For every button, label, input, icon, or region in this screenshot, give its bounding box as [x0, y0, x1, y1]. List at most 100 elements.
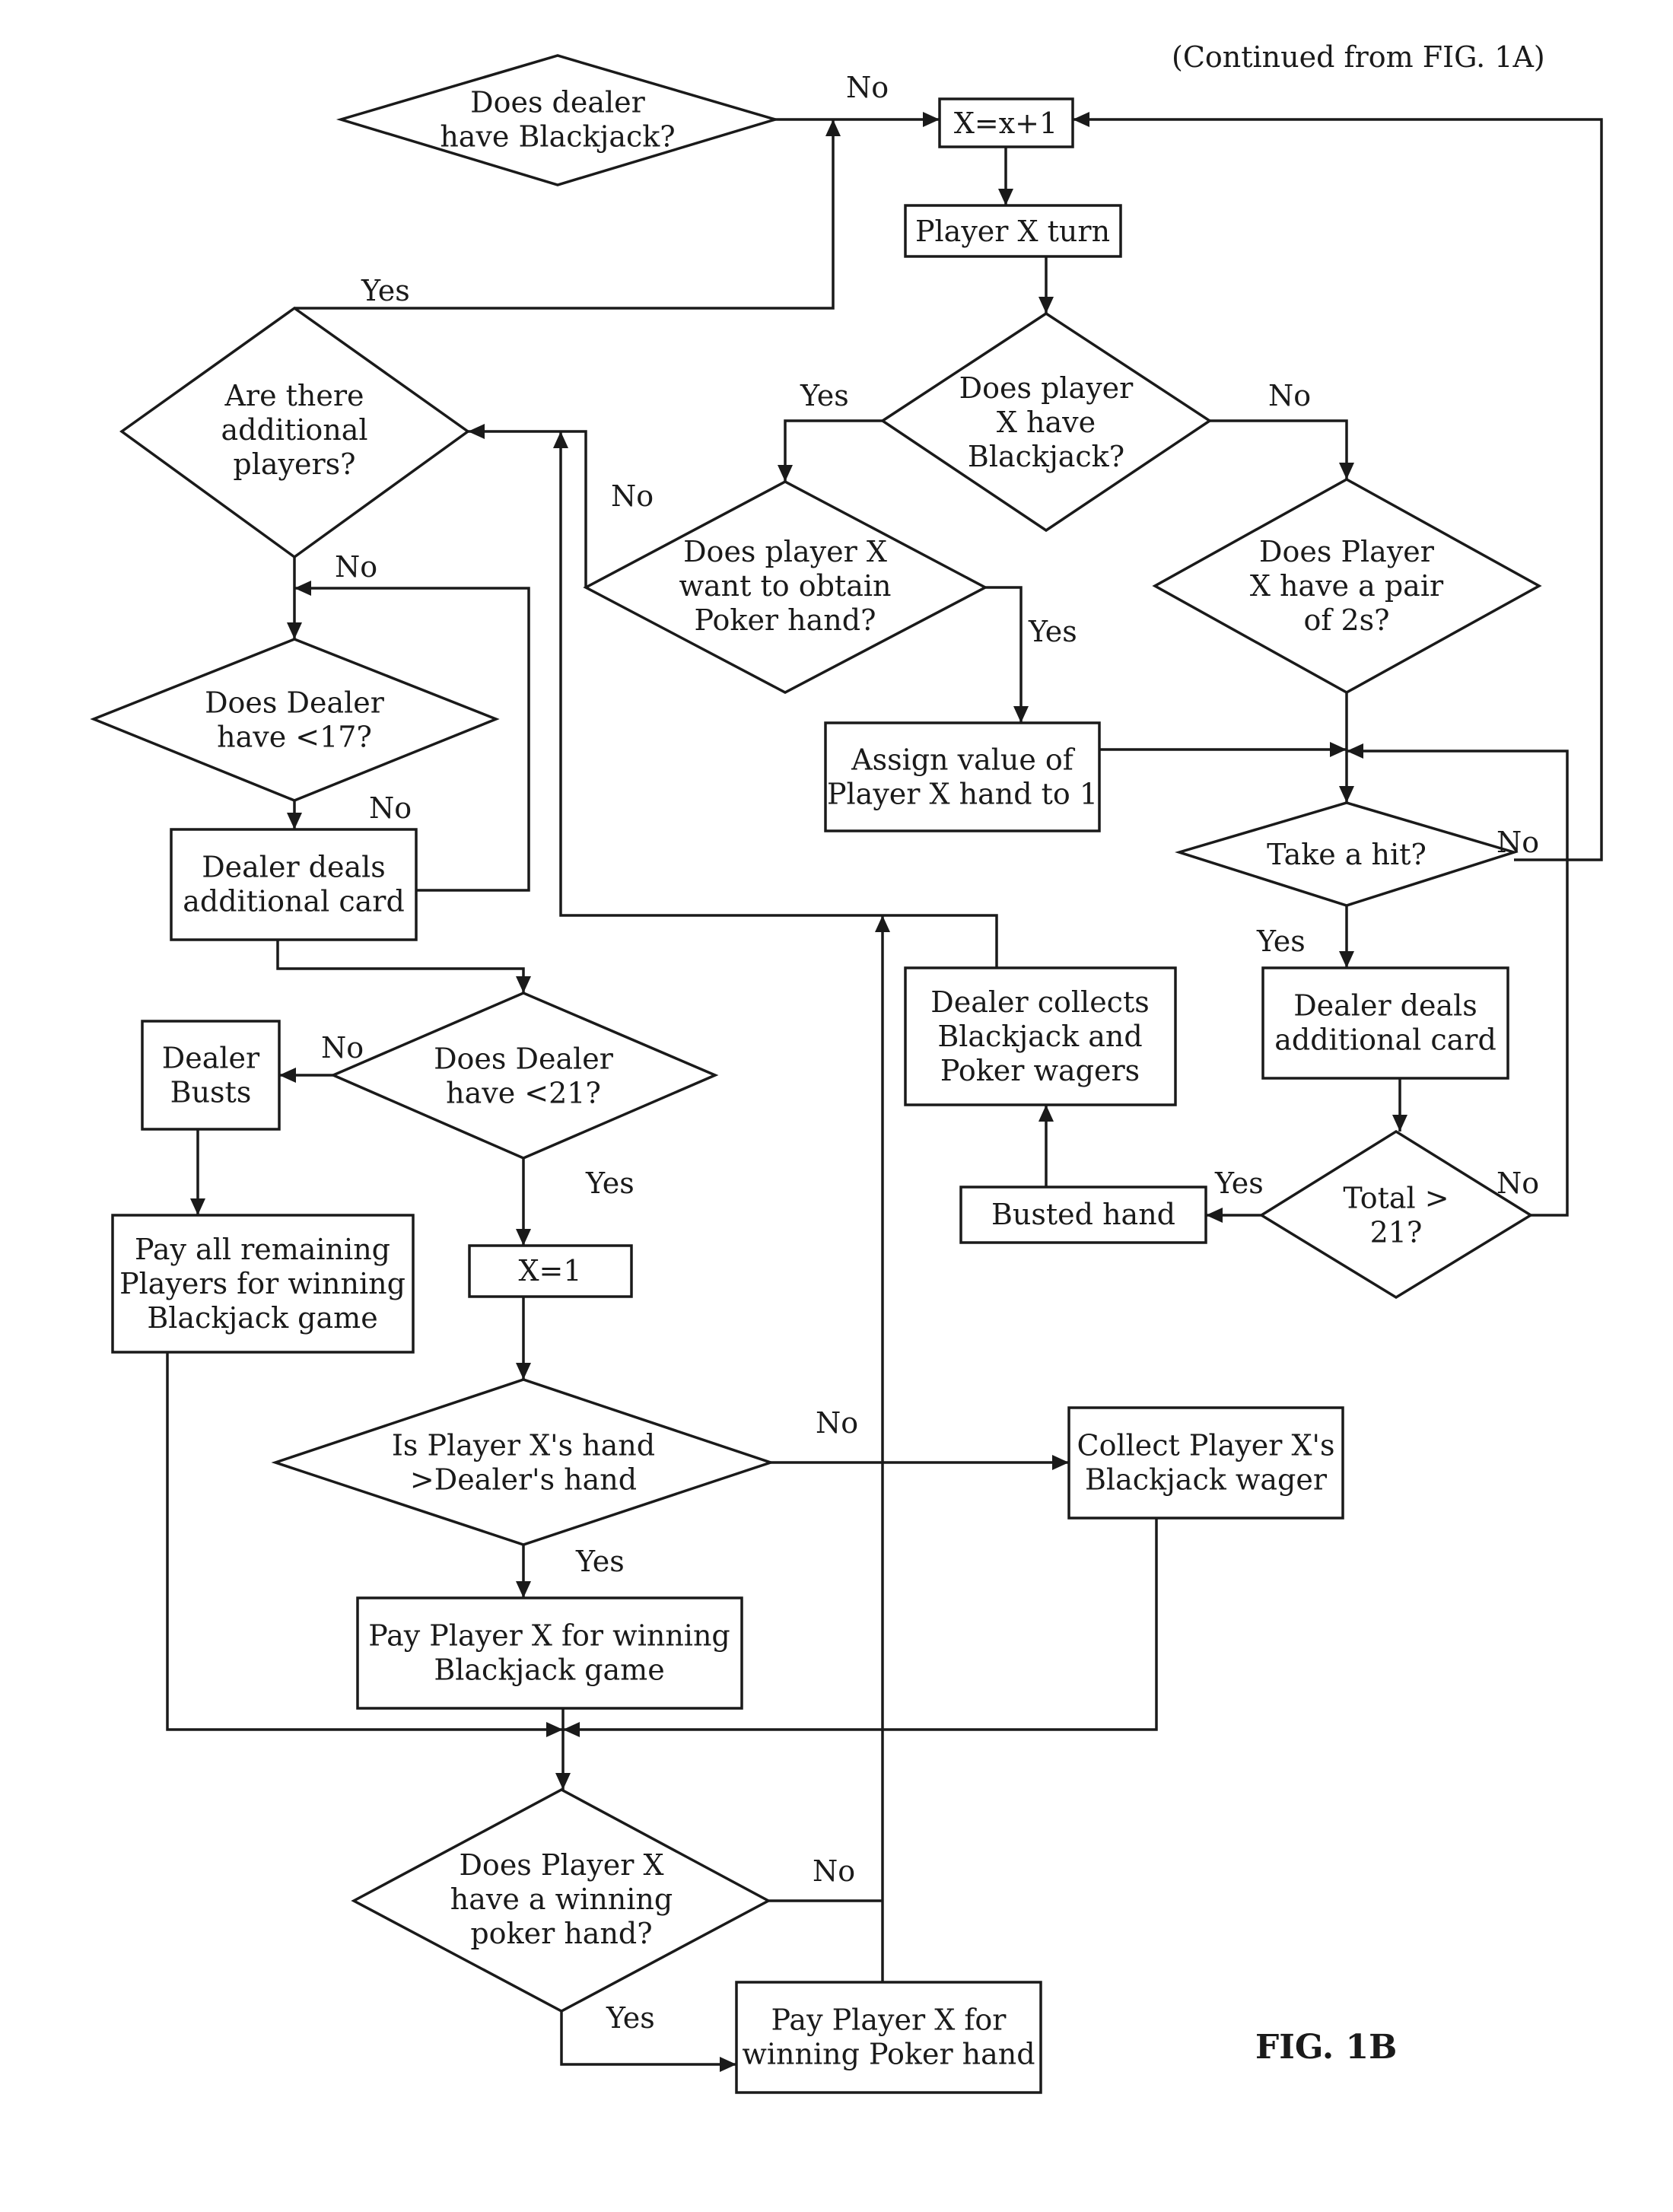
node-label-line: Assign value of	[851, 743, 1076, 777]
node-label-line: Blackjack wager	[1085, 1463, 1328, 1497]
node-label-line: Does Dealer	[205, 686, 385, 720]
node-label-line: additional	[221, 413, 367, 447]
edge-label-lt17-no: No	[369, 791, 412, 825]
edge-label-total-yes: Yes	[1214, 1166, 1264, 1200]
node-label-line: Collect Player X's	[1077, 1429, 1335, 1462]
node-label-line: have a winning	[450, 1883, 673, 1916]
node-label-line: Player X turn	[915, 215, 1110, 248]
label-want-poker: Does player Xwant to obtainPoker hand?	[679, 535, 892, 637]
node-label-line: X=x+1	[954, 107, 1058, 140]
label-dealer-deals-right: Dealer dealsadditional card	[1274, 989, 1496, 1057]
arrowhead	[1339, 463, 1354, 479]
arrowhead	[516, 1363, 531, 1380]
label-dealer-deals-left: Dealer dealsadditional card	[183, 851, 405, 918]
label-pay-remaining: Pay all remainingPlayers for winningBlac…	[119, 1233, 406, 1335]
label-dealer-collects: Dealer collectsBlackjack andPoker wagers	[930, 985, 1150, 1087]
arrowhead	[287, 813, 302, 829]
edge-label-take-hit-yes: Yes	[1256, 925, 1306, 958]
arrowhead	[563, 1722, 580, 1737]
label-dealer-lt17: Does Dealerhave <17?	[205, 686, 385, 754]
arrowhead	[825, 119, 841, 136]
node-label-line: players?	[233, 447, 355, 481]
label-dealer-lt21: Does Dealerhave <21?	[434, 1042, 614, 1110]
label-take-hit: Take a hit?	[1267, 838, 1427, 871]
node-label-line: Does dealer	[470, 86, 646, 119]
edge-label-dealer-bj-no: No	[846, 71, 889, 104]
arrowhead	[1392, 1115, 1407, 1131]
node-hand-gt-dealer-decision	[275, 1380, 771, 1545]
node-label-line: >Dealer's hand	[410, 1463, 637, 1497]
node-label-line: Is Player X's hand	[392, 1429, 655, 1462]
edge-label-additional-yes: Yes	[361, 274, 410, 307]
node-label-line: additional card	[183, 885, 405, 918]
edge-want-poker-no	[468, 431, 586, 587]
arrowhead	[778, 465, 793, 482]
arrowhead	[287, 622, 302, 639]
arrowhead	[468, 424, 485, 439]
label-dealer-busts: DealerBusts	[162, 1042, 260, 1109]
arrowhead	[1330, 742, 1347, 757]
label-player-turn: Player X turn	[915, 215, 1110, 248]
label-collect-wager: Collect Player X'sBlackjack wager	[1077, 1429, 1335, 1497]
arrowhead	[1347, 743, 1363, 759]
node-label-line: Does player	[959, 371, 1134, 405]
node-label-line: want to obtain	[679, 569, 892, 603]
node-dealer-lt21-decision	[333, 993, 715, 1158]
label-busted-hand: Busted hand	[991, 1198, 1175, 1231]
node-label-line: have <21?	[446, 1077, 601, 1110]
node-label-line: winning Poker hand	[742, 2038, 1035, 2071]
node-label-line: Dealer	[162, 1042, 260, 1075]
node-label-line: X have a pair	[1250, 569, 1444, 603]
node-label-line: Does player X	[683, 535, 887, 568]
arrowhead	[1038, 1105, 1054, 1122]
node-label-line: Poker hand?	[695, 603, 876, 637]
label-hand-gt-dealer: Is Player X's hand>Dealer's hand	[392, 1429, 655, 1497]
arrowhead	[190, 1198, 205, 1215]
node-label-line: Pay all remaining	[135, 1233, 390, 1266]
label-x-equals-1: X=1	[518, 1254, 581, 1287]
edge-label-player-bj-yes: Yes	[800, 379, 849, 412]
node-label-line: of 2s?	[1303, 603, 1389, 637]
edge-label-want-poker-yes: Yes	[1028, 615, 1077, 648]
edge-label-lt17-loop-no: No	[335, 550, 377, 584]
arrowhead	[553, 431, 568, 448]
node-label-line: Take a hit?	[1267, 838, 1427, 871]
edge-label-want-poker-no: No	[611, 479, 654, 513]
edge-label-poker-no: No	[813, 1854, 855, 1888]
node-label-line: Pay Player X for	[771, 2004, 1007, 2037]
node-label-line: Blackjack and	[937, 1020, 1142, 1053]
label-assign-value: Assign value ofPlayer X hand to 1	[827, 743, 1098, 811]
node-label-line: Does Player	[1259, 535, 1435, 568]
node-label-line: have Blackjack?	[440, 120, 675, 154]
arrowhead	[1073, 112, 1089, 127]
figure-label: FIG. 1B	[1255, 2028, 1397, 2067]
node-label-line: Dealer collects	[930, 985, 1150, 1019]
edge-label-hand-no: No	[816, 1406, 858, 1440]
label-dealer-blackjack: Does dealerhave Blackjack?	[440, 86, 675, 154]
continued-note: (Continued from FIG. 1A)	[1172, 40, 1545, 74]
node-label-line: Does Player X	[459, 1848, 663, 1882]
arrowhead	[546, 1722, 563, 1737]
arrowhead	[875, 915, 890, 932]
arrowhead	[923, 112, 940, 127]
edge-player-bj-no	[1210, 421, 1347, 479]
node-label-line: 21?	[1370, 1216, 1423, 1249]
node-label-line: Players for winning	[119, 1267, 406, 1300]
arrowhead	[555, 1773, 571, 1790]
arrowhead	[294, 581, 311, 596]
node-label-line: Total >	[1343, 1182, 1449, 1215]
node-label-line: Poker wagers	[940, 1054, 1140, 1087]
node-label-line: Blackjack game	[434, 1653, 664, 1687]
arrowhead	[516, 1581, 531, 1598]
arrowhead	[1339, 786, 1354, 803]
node-label-line: Blackjack game	[147, 1301, 377, 1335]
node-label-line: have <17?	[217, 721, 372, 754]
arrowhead	[1206, 1208, 1223, 1223]
label-winning-poker: Does Player Xhave a winningpoker hand?	[450, 1848, 673, 1950]
arrowhead	[1013, 706, 1029, 723]
edge-label-player-bj-no: No	[1268, 379, 1311, 412]
edge-want-poker-yes	[985, 587, 1021, 723]
node-label-line: Player X hand to 1	[827, 778, 1098, 811]
edge-label-lt21-yes: Yes	[585, 1166, 635, 1200]
